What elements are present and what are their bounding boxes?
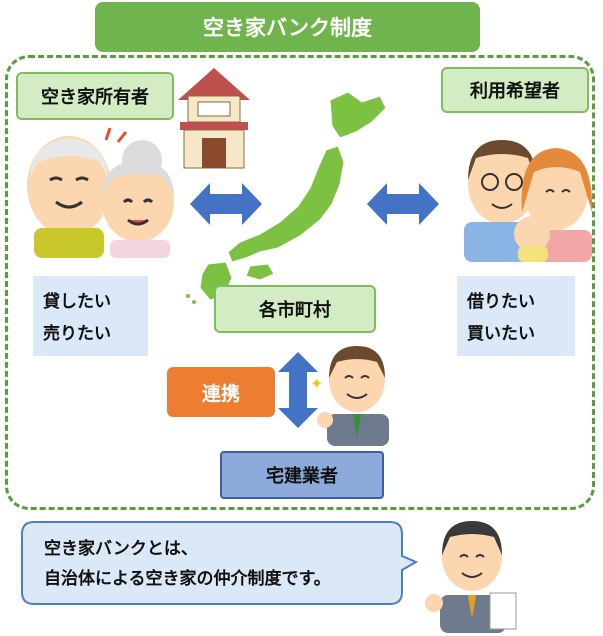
realtor-person-illustration	[317, 346, 389, 446]
owner-want-line: 貸したい	[43, 292, 111, 312]
seeker-wants-panel: 借りたい 買いたい	[457, 276, 575, 356]
family-seekers-illustration	[464, 140, 593, 262]
explanation-line: 空き家バンクとは、	[44, 539, 198, 559]
municipality-label: 各市町村	[214, 285, 376, 333]
owner-double-arrow-icon	[190, 183, 262, 225]
scheme-frame	[5, 55, 595, 510]
presenter-person-illustration	[425, 521, 517, 633]
vertical-double-arrow-icon	[278, 352, 318, 428]
cooperation-label: 連携	[167, 367, 275, 417]
seeker-want-line: 借りたい	[467, 292, 535, 312]
elderly-owners-illustration	[27, 127, 174, 258]
explanation-text: 空き家バンクとは、 自治体による空き家の仲介制度です。	[44, 534, 404, 594]
owner-want-line: 売りたい	[43, 324, 111, 344]
seeker-double-arrow-icon	[367, 183, 439, 225]
sparkle-icon: ✦	[310, 374, 324, 393]
explanation-speech-bubble	[21, 521, 418, 605]
owner-wants-panel: 貸したい 売りたい	[33, 276, 148, 356]
owner-label: 空き家所有者	[16, 72, 174, 120]
seeker-label: 利用希望者	[441, 67, 589, 113]
page-title: 空き家バンク制度	[95, 2, 480, 52]
realtor-label: 宅建業者	[220, 451, 384, 499]
vacant-house-icon	[178, 68, 250, 169]
explanation-line: 自治体による空き家の仲介制度です。	[44, 569, 331, 589]
seeker-want-line: 買いたい	[467, 324, 535, 344]
